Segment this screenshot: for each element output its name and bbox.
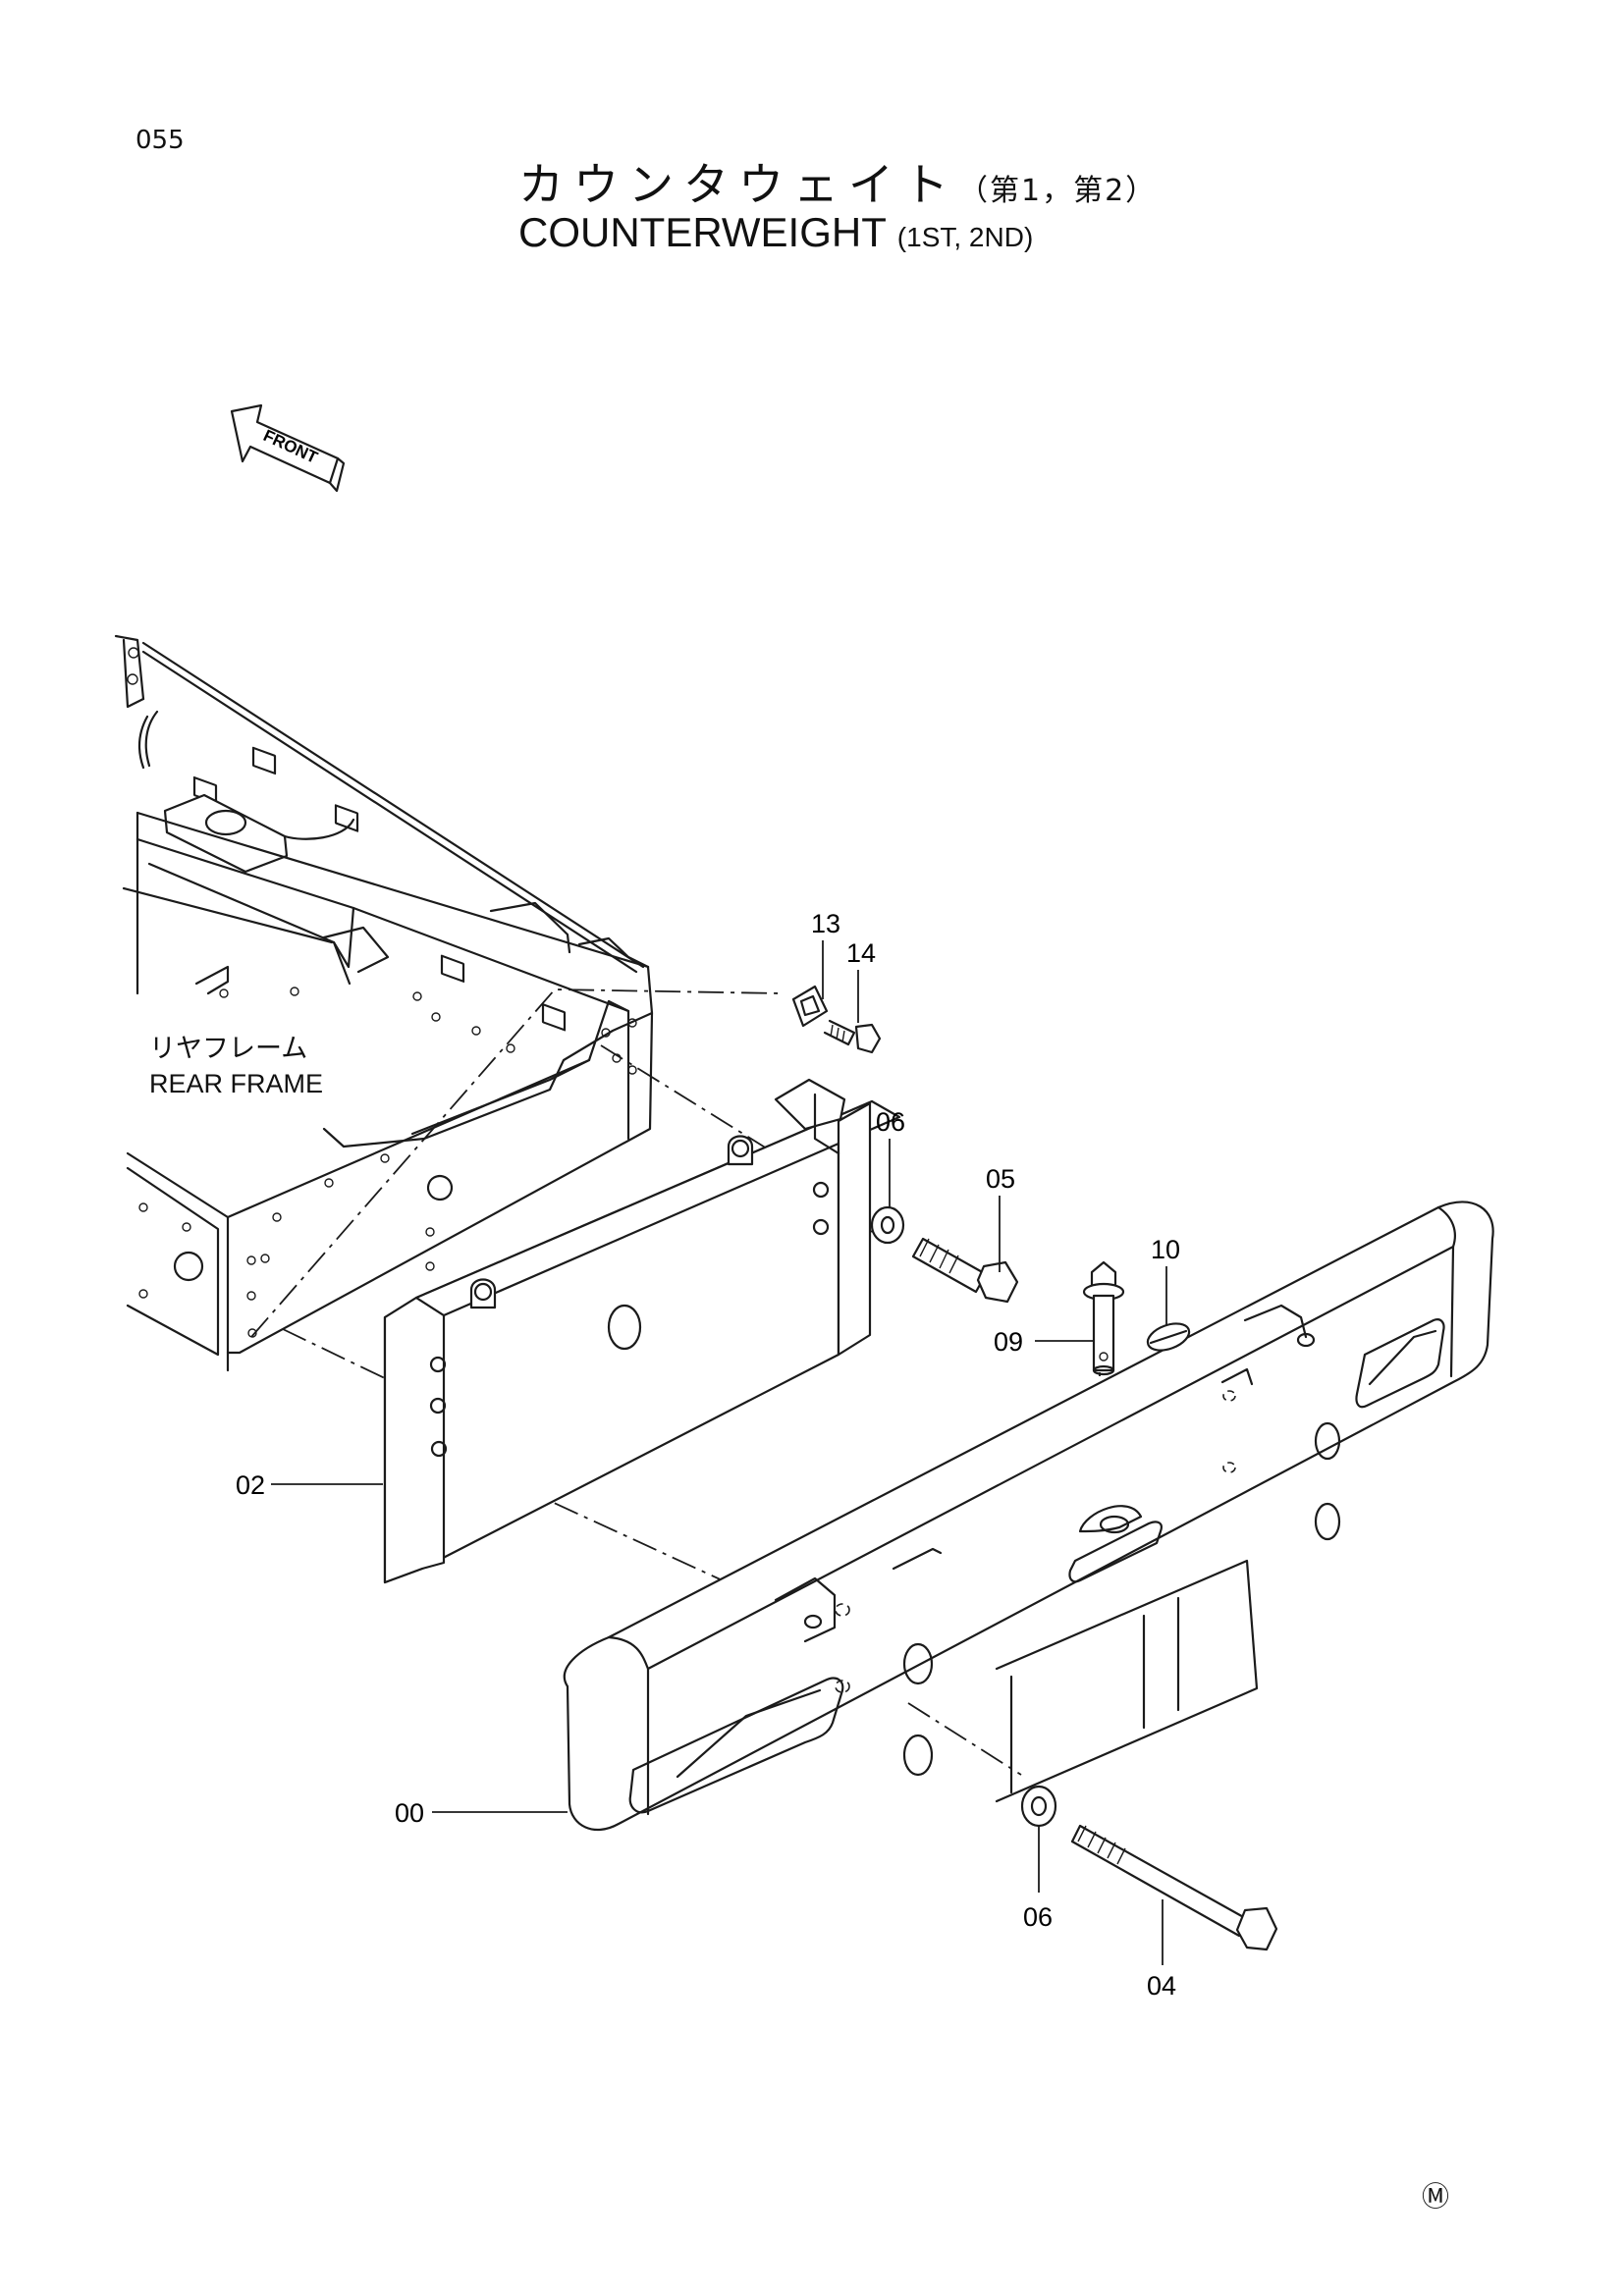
title-english: COUNTERWEIGHT (1ST, 2ND) xyxy=(518,209,1033,256)
bolt-04 xyxy=(1070,1824,1278,1951)
callout-09: 09 xyxy=(994,1327,1023,1357)
callout-04: 04 xyxy=(1147,1971,1176,2001)
callout-05: 05 xyxy=(986,1164,1015,1194)
counterweight-plate-02 xyxy=(383,1078,901,1584)
callout-leaders xyxy=(271,940,1167,1965)
rear-frame-drawing xyxy=(114,634,654,1372)
title-jp-sub: （第1，第2） xyxy=(958,174,1158,208)
title-japanese: カウンタウェイト（第1，第2） xyxy=(518,149,1157,214)
washer-06-lower xyxy=(1020,1785,1057,1828)
frame-lugs xyxy=(192,746,567,1032)
callout-14: 14 xyxy=(846,938,876,968)
callout-10: 10 xyxy=(1151,1235,1180,1264)
callout-13: 13 xyxy=(811,909,840,938)
callout-00: 00 xyxy=(395,1798,424,1828)
page-number: 055 xyxy=(135,126,185,155)
title-en-sub: (1ST, 2ND) xyxy=(896,222,1034,252)
rear-frame-label-en: REAR FRAME xyxy=(149,1069,324,1098)
counterweight-00 xyxy=(563,1201,1494,1832)
washer-06-upper xyxy=(870,1205,905,1245)
front-arrow-icon: FRONT xyxy=(230,403,346,493)
rear-frame-label: リヤフレーム REAR FRAME xyxy=(149,1031,323,1101)
callout-labels: 13 14 06 05 10 09 02 00 06 04 xyxy=(236,909,1180,2001)
bolt-05 xyxy=(911,1237,1019,1304)
bracket-13 xyxy=(791,985,829,1028)
callout-06-lower: 06 xyxy=(1023,1902,1053,1932)
callout-06-upper: 06 xyxy=(876,1107,905,1137)
clip-10 xyxy=(1146,1322,1191,1352)
title-jp-main: カウンタウェイト xyxy=(518,158,958,211)
pin-09 xyxy=(1082,1260,1125,1376)
bolt-14 xyxy=(823,1019,882,1054)
callout-02: 02 xyxy=(236,1470,265,1500)
title-en-main: COUNTERWEIGHT xyxy=(518,209,887,255)
rear-frame-label-jp: リヤフレーム xyxy=(149,1034,308,1063)
m-mark-icon: Ⓜ xyxy=(1422,2180,1450,2213)
